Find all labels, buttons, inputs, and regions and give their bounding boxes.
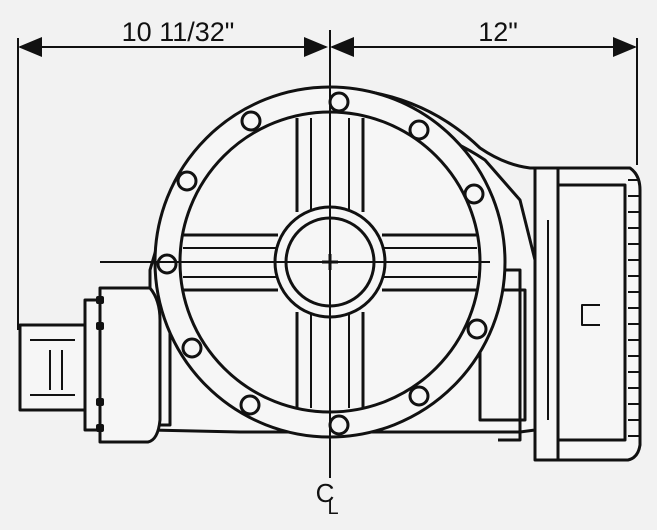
yoke-body xyxy=(18,323,87,412)
pinion-bolts xyxy=(96,296,104,432)
dimension-lines xyxy=(17,37,638,330)
centerline-symbol-c: C xyxy=(316,478,335,508)
yoke-ears xyxy=(49,350,63,390)
right-housing-fins xyxy=(628,179,640,437)
right-axle-housing xyxy=(533,166,642,462)
yoke-splines xyxy=(30,339,75,396)
pinion-flange xyxy=(98,286,162,444)
right-housing-outline xyxy=(533,166,642,462)
centerline-symbol-l: L xyxy=(327,497,338,519)
left-dimension-label: 10 11/32" xyxy=(122,17,235,47)
cover-ribs xyxy=(183,118,477,408)
center-mark xyxy=(322,254,338,270)
right-housing-notch xyxy=(581,304,600,326)
pinion-seal xyxy=(83,298,102,432)
right-web-inner xyxy=(498,268,522,442)
right-housing-inner xyxy=(558,183,627,442)
right-dimension-label: 12" xyxy=(478,17,518,47)
pinion-yoke-assembly xyxy=(18,286,162,444)
right-web xyxy=(478,288,527,422)
